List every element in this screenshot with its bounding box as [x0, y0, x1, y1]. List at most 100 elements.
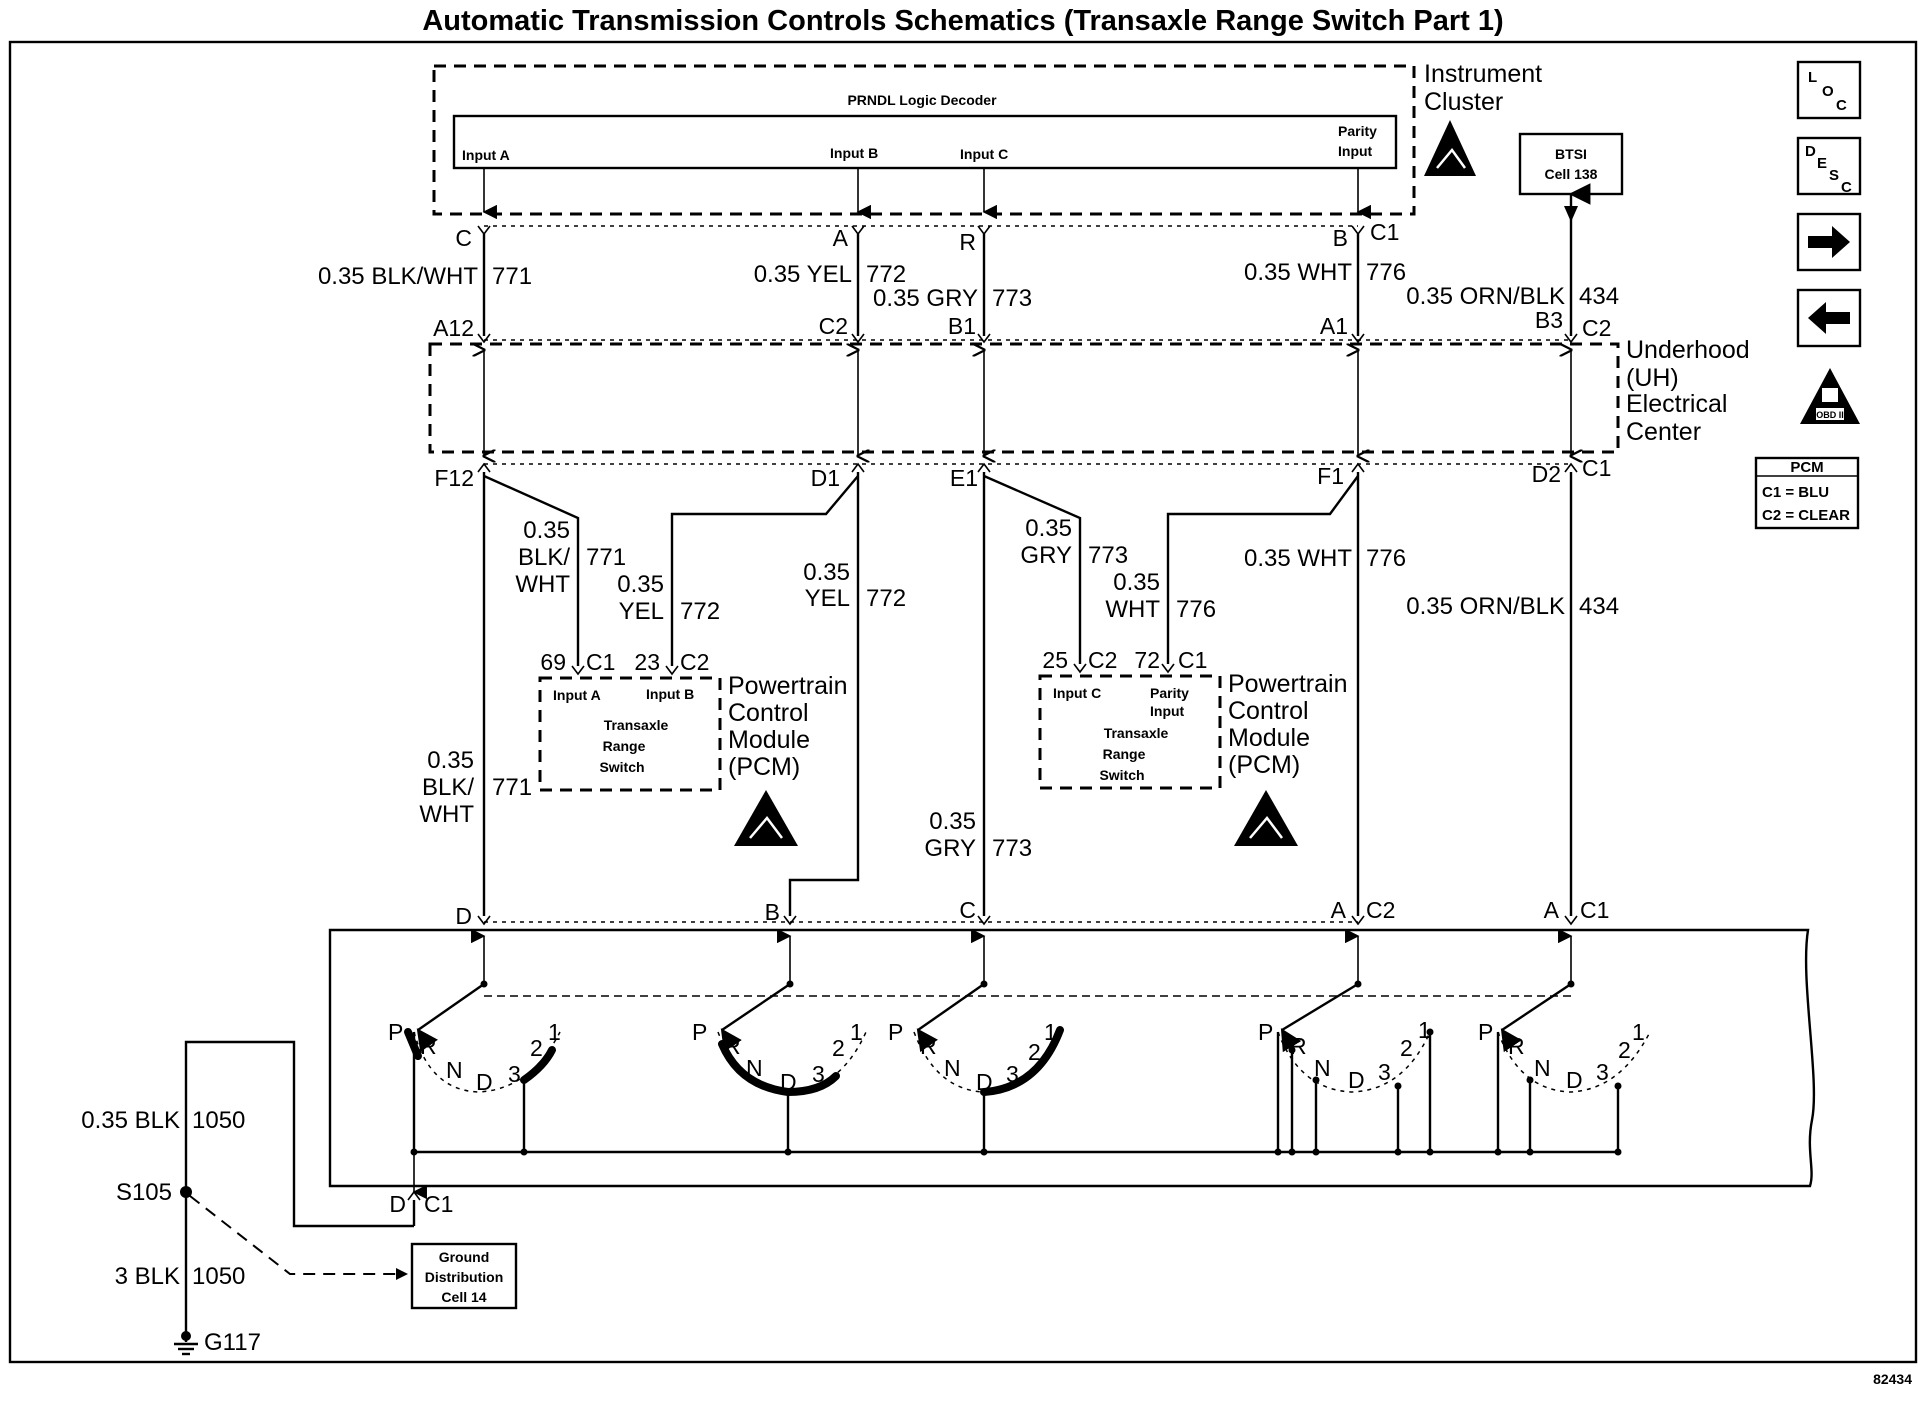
svg-text:P: P — [692, 1019, 707, 1045]
svg-text:C: C — [1841, 179, 1852, 196]
decoder-input-b: Input B — [830, 145, 878, 161]
gdc-label-3: Cell 14 — [441, 1289, 486, 1305]
pcm-left-label-2: Control — [728, 699, 809, 727]
cluster-pin-a: A — [833, 225, 849, 251]
pcm-right-parity-1: Parity — [1150, 685, 1189, 701]
pos-p: P — [388, 1019, 403, 1045]
svg-text:N: N — [746, 1055, 763, 1081]
wire-1050b-circuit: 1050 — [192, 1263, 245, 1290]
svg-text:2: 2 — [1618, 1037, 1631, 1063]
uh-pin-c2: C2 — [819, 313, 848, 339]
svg-text:3: 3 — [1596, 1059, 1609, 1085]
pcm-left-pin-23: 23 — [634, 649, 660, 675]
next-page-arrow-icon — [1796, 212, 1862, 272]
svg-text:C: C — [1836, 97, 1847, 114]
pcm-left-label-4: (PCM) — [728, 753, 800, 781]
pcm-left-input-a: Input A — [553, 687, 601, 703]
decoder-input-a: Input A — [462, 147, 510, 163]
pcm-right-label-3: Module — [1228, 724, 1310, 752]
pos-n: N — [446, 1057, 463, 1083]
ground-distribution-box — [410, 1242, 518, 1310]
svg-text:P: P — [1258, 1019, 1273, 1045]
svg-text:N: N — [1534, 1055, 1551, 1081]
svg-text:R: R — [724, 1033, 741, 1059]
pcm-connector-legend: PCM C1 = BLU C2 = CLEAR — [1754, 456, 1860, 530]
svg-text:1: 1 — [1418, 1017, 1431, 1043]
uh-pin-a12: A12 — [433, 315, 474, 341]
gdc-label-2: Distribution — [425, 1269, 504, 1285]
switch-section-2: P R N D 3 2 1 — [692, 980, 867, 1152]
pcm-left-boundary — [538, 676, 722, 792]
svg-text:2: 2 — [832, 1035, 845, 1061]
svg-text:2: 2 — [1028, 1039, 1041, 1065]
wire-771-main-gauge: 0.35 — [427, 747, 474, 774]
uh-top-connector-c2: C2 — [1582, 315, 1611, 341]
wire-773-label: 0.35 GRY — [873, 285, 978, 312]
cluster-pin-b: B — [1333, 225, 1348, 251]
svg-text:OBD II: OBD II — [1816, 410, 1844, 420]
wire-776-main-circuit: 776 — [1366, 545, 1406, 572]
svg-text:L: L — [1808, 69, 1817, 86]
pcm-right-switch-2: Range — [1103, 746, 1146, 762]
wire-773-main-color: GRY — [924, 835, 976, 862]
desc-icon: D E S C — [1796, 136, 1862, 196]
svg-text:3: 3 — [812, 1061, 825, 1087]
wire-776-main-label: 0.35 WHT — [1244, 545, 1352, 572]
wire-772-main-gauge: 0.35 — [803, 559, 850, 586]
wire-771-branch-gauge: 0.35 — [523, 517, 570, 544]
pcm-left-pin-69: 69 — [540, 649, 566, 675]
esd-warning-icon — [1424, 120, 1476, 176]
wire-772-main-circuit: 772 — [866, 585, 906, 612]
wire-772-main-color: YEL — [805, 585, 850, 612]
wire-772-branch — [670, 475, 859, 666]
uh-pin-b3: B3 — [1535, 307, 1563, 333]
pcm-right-esd-warning-icon — [1234, 790, 1298, 846]
previous-page-arrow-icon — [1796, 288, 1862, 348]
wire-771-branch — [483, 474, 580, 666]
svg-text:1: 1 — [850, 1019, 863, 1045]
pos-d: D — [476, 1069, 493, 1095]
svg-text:1: 1 — [1632, 1019, 1645, 1045]
pcm-left-conn-c2: C2 — [680, 649, 709, 675]
wire-776-label: 0.35 WHT — [1244, 259, 1352, 286]
svg-text:3: 3 — [1006, 1061, 1019, 1087]
switch-inputs — [471, 928, 1573, 986]
pcm-right-switch-1: Transaxle — [1104, 725, 1169, 741]
svg-text:PCM: PCM — [1790, 459, 1823, 476]
uh-pin-d1: D1 — [811, 465, 840, 491]
wire-776-branch — [1166, 475, 1359, 664]
switch-section-1: P R N D 3 2 1 — [388, 980, 561, 1152]
uh-top-connector-marks — [477, 333, 1578, 344]
switch-pin-c: C — [959, 897, 976, 923]
switch-conn-c1: C1 — [1580, 897, 1609, 923]
svg-text:E: E — [1817, 155, 1827, 172]
switch-pin-a-c2: A — [1331, 897, 1347, 923]
uh-pin-d2: D2 — [1532, 461, 1561, 487]
uh-label-3: Electrical — [1626, 390, 1727, 418]
wire-1050b-label: 3 BLK — [115, 1263, 180, 1290]
figure-number: 82434 — [1873, 1371, 1912, 1387]
pcm-left-switch-1: Transaxle — [604, 717, 669, 733]
uh-pin-f12: F12 — [434, 465, 474, 491]
svg-text:R: R — [920, 1033, 937, 1059]
decoder-parity-l2: Input — [1338, 143, 1373, 159]
btsi-label-1: BTSI — [1555, 146, 1587, 162]
gdc-label-1: Ground — [439, 1249, 490, 1265]
switch-section-3: P R N D 3 2 1 — [888, 980, 1064, 1152]
svg-text:C2 = CLEAR: C2 = CLEAR — [1762, 507, 1850, 524]
cluster-pin-r: R — [959, 229, 976, 255]
wire-1050a-circuit: 1050 — [192, 1107, 245, 1134]
pcm-left-label-3: Module — [728, 726, 810, 754]
pcm-right-label-4: (PCM) — [1228, 751, 1300, 779]
decoder-input-c: Input C — [960, 146, 1008, 162]
svg-text:P: P — [1478, 1019, 1493, 1045]
splice-s105 — [180, 1186, 192, 1198]
svg-text:2: 2 — [1400, 1035, 1413, 1061]
pos-1: 1 — [548, 1019, 561, 1045]
wire-773-main-gauge: 0.35 — [929, 808, 976, 835]
pcm-left-switch-2: Range — [603, 738, 646, 754]
wire-771-branch-color2: WHT — [515, 571, 570, 598]
pcm-right-pin-25: 25 — [1042, 647, 1068, 673]
ground-pin-d: D — [389, 1191, 406, 1217]
